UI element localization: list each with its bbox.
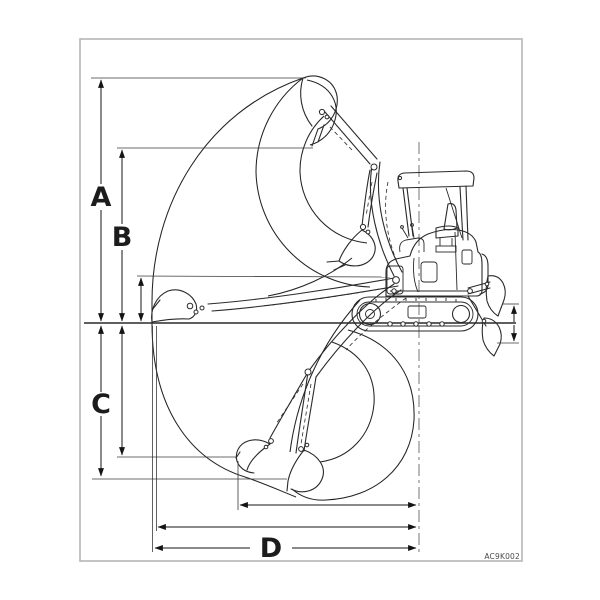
boom-depth-edge [307,283,395,373]
reach-cylinder-dashed [261,287,387,307]
boom-reach-edge [211,285,399,312]
rops-canopy [397,170,475,241]
operator-seat [435,203,459,253]
machine-house [385,223,489,297]
control-console [399,237,425,253]
bucket-max-depth [286,442,324,493]
arm-depth2-edge [269,371,309,439]
arm-dump-edge [361,169,371,227]
bucket-arc-mid [267,257,353,297]
bucket-max-height [300,75,338,147]
arm-raised-edge [330,105,378,160]
label-max-digging-depth: C [91,389,111,420]
envelope-inner-arc-upper-left [255,77,371,288]
envelope-inner-arc-lower [319,341,375,463]
diagram-border-frame [79,38,523,562]
boom-foot-bracket [386,265,404,295]
blade-lowered [481,317,502,357]
arm-dump-edge [367,172,378,228]
dimension-lines [91,77,519,552]
boom-cylinder-dashed [385,181,398,263]
envelope-outer-arc-lower [291,329,415,501]
arm-depth2-cylinder-dashed [275,383,304,425]
arm-depth-edge [295,371,309,454]
bucket-max-reach [151,289,199,323]
arm-depth-cylinder-dashed [300,383,312,445]
bucket-positions [151,75,378,493]
label-max-digging-reach: D [260,533,282,564]
counterweight [479,253,489,295]
track-undercarriage [351,296,479,332]
boom-reach-edge [207,277,395,305]
arm-raised-edge [324,111,371,165]
ext-boom-pivot-height [136,275,391,278]
working-range-envelope [151,77,415,501]
bucket-depth-wall [235,438,274,474]
boom-arm-positions [207,105,407,454]
label-max-digging-height: A [91,182,112,213]
excavator-illustration [351,170,506,357]
arm-dump-cylinder-dashed [365,181,373,217]
drawing-code: AC9K002 [484,552,520,561]
envelope-outer-arc [151,77,304,498]
envelope-connector-arc [289,299,361,453]
blade-raised [485,275,506,317]
envelope-inner-arc-upper-right [299,115,368,244]
boom-raised-edge [377,161,403,273]
arm-cylinder-dashed [329,126,353,151]
depth-cylinder-dashed [345,297,407,351]
bucket-max-dump [326,223,376,271]
dozer-blade [467,275,506,357]
label-max-dumping-height: B [112,222,133,253]
